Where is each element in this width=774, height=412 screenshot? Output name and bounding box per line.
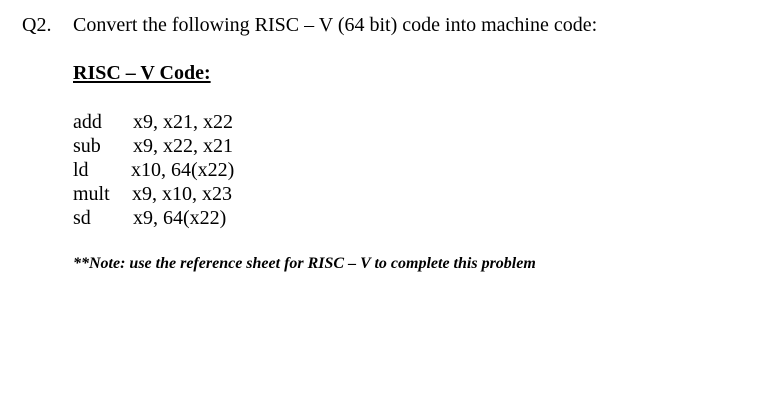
- reference-note: **Note: use the reference sheet for RISC…: [73, 255, 536, 272]
- opcode: mult: [73, 183, 110, 205]
- operands: x9, x10, x23: [132, 183, 232, 205]
- question-prompt: Convert the following RISC – V (64 bit) …: [73, 14, 598, 36]
- question-number: Q2.: [22, 14, 52, 36]
- opcode: sub: [73, 135, 101, 157]
- operands: x10, 64(x22): [131, 159, 235, 181]
- operands: x9, x22, x21: [133, 135, 233, 157]
- opcode: add: [73, 111, 102, 133]
- operands: x9, x21, x22: [133, 111, 233, 133]
- code-heading: RISC – V Code:: [73, 62, 211, 84]
- opcode: ld: [73, 159, 89, 181]
- opcode: sd: [73, 207, 91, 229]
- operands: x9, 64(x22): [133, 207, 227, 229]
